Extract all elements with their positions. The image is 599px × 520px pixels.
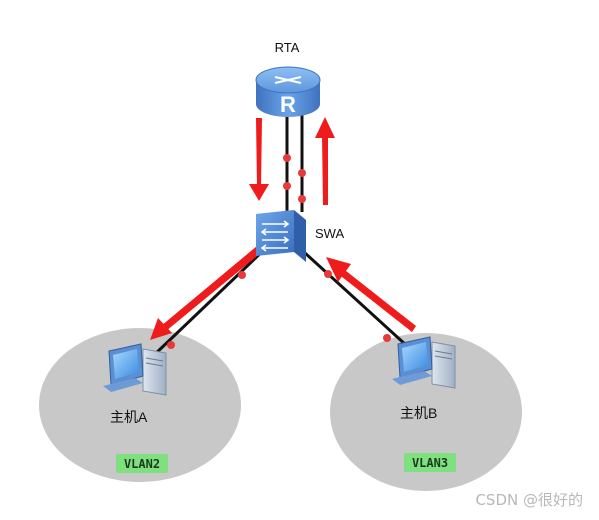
- vlan2-badge: [116, 454, 168, 473]
- port-dot: [298, 169, 306, 177]
- traffic-arrows: [150, 117, 416, 340]
- port-dot: [324, 270, 332, 278]
- arrow-router-to-switch: [249, 118, 269, 201]
- csdn-watermark: CSDN @很好的: [475, 491, 583, 509]
- pc-icon: [103, 343, 167, 396]
- arrow-host-b-to-switch: [326, 257, 416, 332]
- host-a-label: 主机A: [110, 409, 148, 425]
- router-rta[interactable]: R RTA: [255, 40, 321, 117]
- router-icon: [255, 66, 321, 117]
- switch-icon: [256, 210, 306, 262]
- vlan3-badge: [404, 453, 456, 472]
- port-dot: [238, 271, 246, 279]
- port-dot: [283, 182, 291, 190]
- switch-host-a-link: [151, 246, 268, 358]
- port-dot: [298, 195, 306, 203]
- port-dots: [167, 154, 391, 349]
- switch-label: SWA: [315, 226, 344, 241]
- vlan3-label: VLAN3: [412, 456, 448, 470]
- host-a[interactable]: 主机A VLAN2: [103, 343, 168, 473]
- vlan2-label: VLAN2: [124, 457, 160, 471]
- port-dot: [383, 334, 391, 342]
- host-b-label: 主机B: [400, 405, 437, 421]
- vlan3-zone: [330, 333, 522, 491]
- port-dot: [283, 154, 291, 162]
- port-dot: [167, 341, 175, 349]
- switch-host-b-link: [303, 251, 408, 347]
- switch-swa[interactable]: SWA: [256, 210, 344, 262]
- host-b[interactable]: 主机B VLAN3: [392, 336, 456, 472]
- arrow-switch-to-host-a: [150, 246, 262, 340]
- vlan2-zone: [39, 328, 241, 482]
- pc-icon: [392, 336, 456, 389]
- arrow-switch-to-router: [315, 117, 335, 205]
- router-label: RTA: [275, 40, 300, 55]
- router-glyph: R: [280, 92, 296, 117]
